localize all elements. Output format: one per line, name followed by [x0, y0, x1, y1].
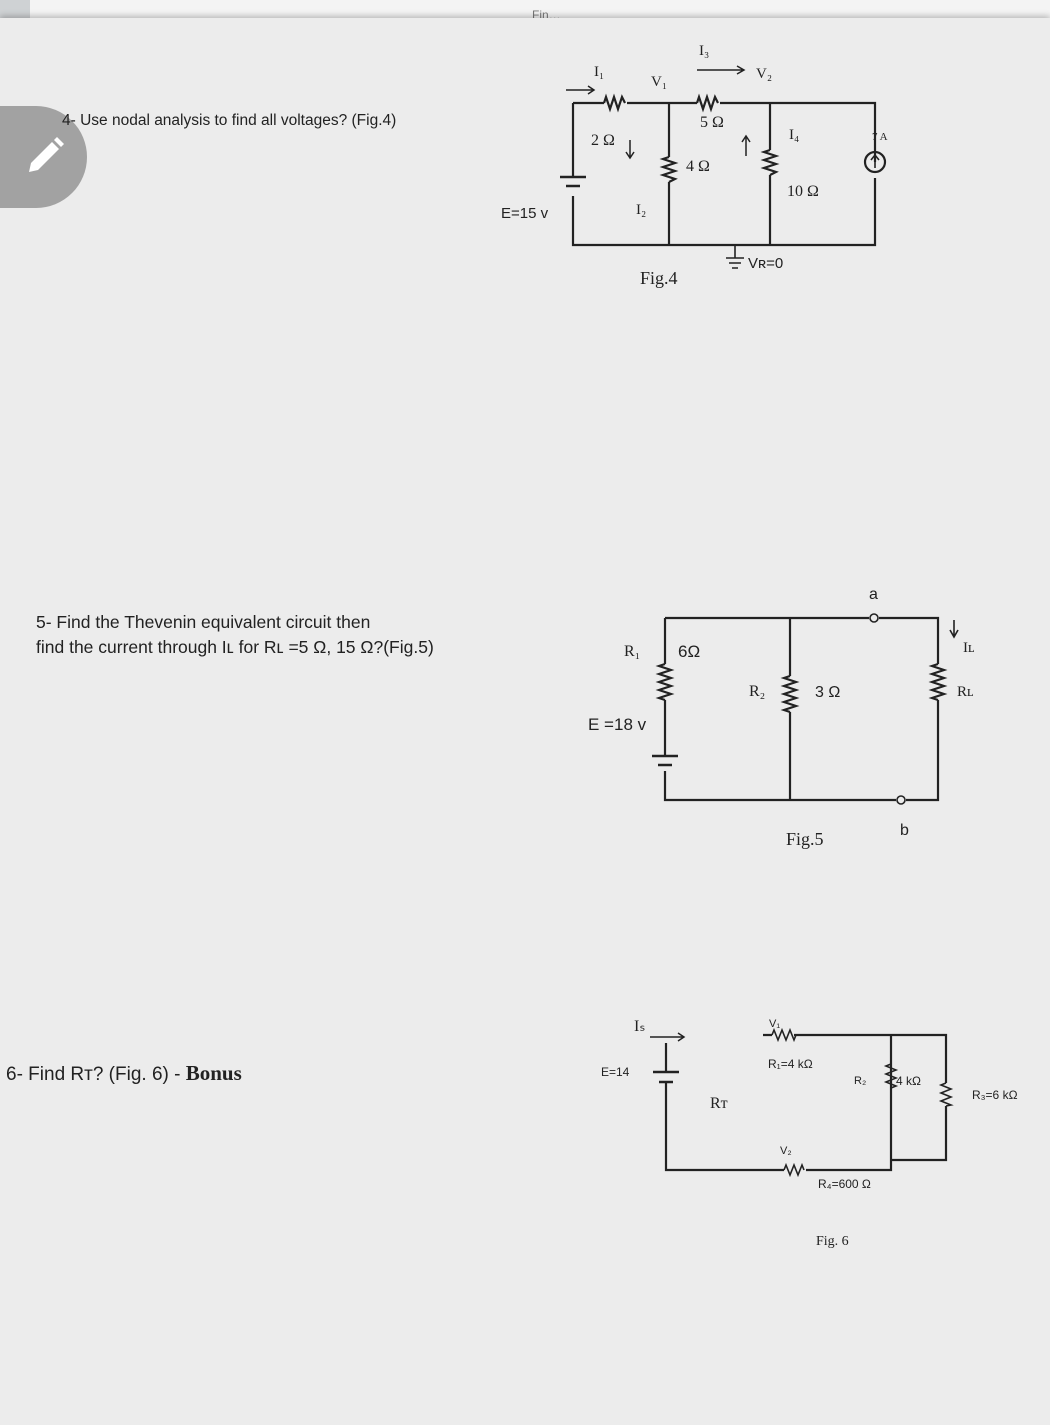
- fig6-source: E=14: [601, 1065, 630, 1079]
- fig5-caption: Fig.5: [786, 829, 824, 849]
- fig4-current-source: [863, 150, 887, 174]
- fig5-terminal-a: [869, 613, 879, 623]
- fig6-circuit: Iₛ V₁ R₁=4 kΩ E=14 R₂ 4 kΩ R₃=6 kΩ Rᴛ V₂…: [601, 1018, 1018, 1249]
- worksheet-page: [0, 18, 1050, 1425]
- fig5-circuit: a R₁ 6Ω Iʟ R₂ 3 Ω Rʟ E =18 v b Fig.5: [588, 586, 974, 849]
- fig4-r3: 5 Ω: [700, 114, 724, 131]
- fig4-i4-arrow: [741, 134, 751, 156]
- fig5-il-label: Iʟ: [963, 640, 974, 656]
- fig4-source: E=15 v: [501, 205, 549, 222]
- question-5-line-2: find the current through Iʟ for Rʟ =5 Ω,…: [36, 637, 434, 657]
- edit-button[interactable]: [0, 106, 87, 208]
- fig4-i3: I₃: [699, 43, 709, 59]
- fig4-i4: I₄: [789, 127, 799, 143]
- fig4-caption: Fig.4: [640, 268, 678, 288]
- fig5-resistor-r2: [780, 674, 800, 714]
- fig6-is-arrow: [650, 1032, 686, 1042]
- fig4-r4: 10 Ω: [787, 183, 819, 200]
- fig4-source-arrow: [870, 153, 880, 168]
- fig5-rl-label: Rʟ: [957, 684, 973, 700]
- fig6-is: Iₛ: [634, 1018, 645, 1035]
- fig5-r1-label: R₁: [624, 643, 640, 660]
- pencil-icon: [28, 137, 64, 172]
- fig5-top-wire: [663, 616, 940, 802]
- fig4-v2: V₂: [756, 66, 772, 82]
- fig6-battery: [653, 1070, 679, 1084]
- fig4-battery: [560, 175, 586, 188]
- fig4-resistor-10ohm: [760, 148, 780, 176]
- fig5-terminal-b: [896, 795, 906, 805]
- fig5-il-arrow: [949, 620, 959, 639]
- fig5-r2-label: R₂: [749, 683, 765, 700]
- fig4-left-wire: [571, 103, 877, 247]
- fig6-rt: Rᴛ: [710, 1095, 728, 1112]
- fig6-r3: R₃=6 kΩ: [972, 1088, 1018, 1102]
- fig4-ground: [726, 245, 744, 269]
- fig4-top-wire: [573, 101, 877, 162]
- fig6-v2: V₂: [780, 1145, 792, 1157]
- bonus-label: Bonus: [185, 1061, 242, 1085]
- fig5-battery: [652, 754, 678, 767]
- fig6-left-branch: [664, 1035, 893, 1172]
- fig5-terminal-a-label: a: [869, 586, 878, 603]
- question-4: 4- Use nodal analysis to find all voltag…: [62, 112, 397, 129]
- fig4-v1: V₁: [651, 74, 667, 90]
- fig6-caption: Fig. 6: [816, 1234, 849, 1249]
- fig6-v1: V₁: [769, 1018, 780, 1030]
- fig5-resistor-r1: [655, 662, 675, 702]
- fig4-i2: I₂: [636, 202, 646, 218]
- fig5-resistor-rl: [928, 662, 948, 702]
- fig4-i2-arrow: [625, 140, 635, 160]
- fig5-r2-value: 3 Ω: [815, 684, 840, 701]
- fig5-terminal-b-label: b: [900, 822, 909, 839]
- fig6-resistor-r2: [883, 1063, 899, 1089]
- fig6-resistor-r3: [938, 1082, 954, 1107]
- fig6-resistor-r4: [783, 1162, 805, 1178]
- fig6-top-wire: [763, 1033, 948, 1162]
- question-6: 6- Find Rᴛ? (Fig. 6) - Bonus: [6, 1061, 242, 1086]
- fig4-resistor-5ohm: [695, 93, 719, 113]
- fig4-r1: 2 Ω: [591, 132, 615, 149]
- fig4-resistor-4ohm: [659, 155, 679, 183]
- fig4-r2: 4 Ω: [686, 158, 710, 175]
- fig6-r1: R₁=4 kΩ: [768, 1057, 813, 1071]
- fig4-ground-label: Vʀ=0: [748, 255, 783, 272]
- fig5-r1-value: 6Ω: [678, 642, 700, 661]
- fig5-source: E =18 v: [588, 715, 647, 734]
- fig4-resistor-2ohm: [602, 93, 626, 113]
- fig4-i1: I₁: [594, 64, 604, 80]
- fig6-r2-label: R₂: [854, 1075, 866, 1087]
- question-6-text: 6- Find Rᴛ? (Fig. 6) -: [6, 1064, 186, 1085]
- fig4-i3-arrow: [697, 65, 746, 75]
- fig4-i1-arrow: [566, 85, 596, 95]
- fig6-resistor-r1: [771, 1027, 797, 1043]
- fig6-r2-value: 4 kΩ: [896, 1074, 921, 1088]
- fig4-circuit: I₁ V₁ I₃ V₂ 2 Ω 5 Ω I₄ 4 Ω 10 Ω 7 A E=15…: [501, 43, 888, 288]
- fig4-current-source-label: 7 A: [872, 131, 888, 143]
- fig6-r4: R₄=600 Ω: [818, 1177, 871, 1191]
- question-5-line-1: 5- Find the Thevenin equivalent circuit …: [36, 612, 371, 632]
